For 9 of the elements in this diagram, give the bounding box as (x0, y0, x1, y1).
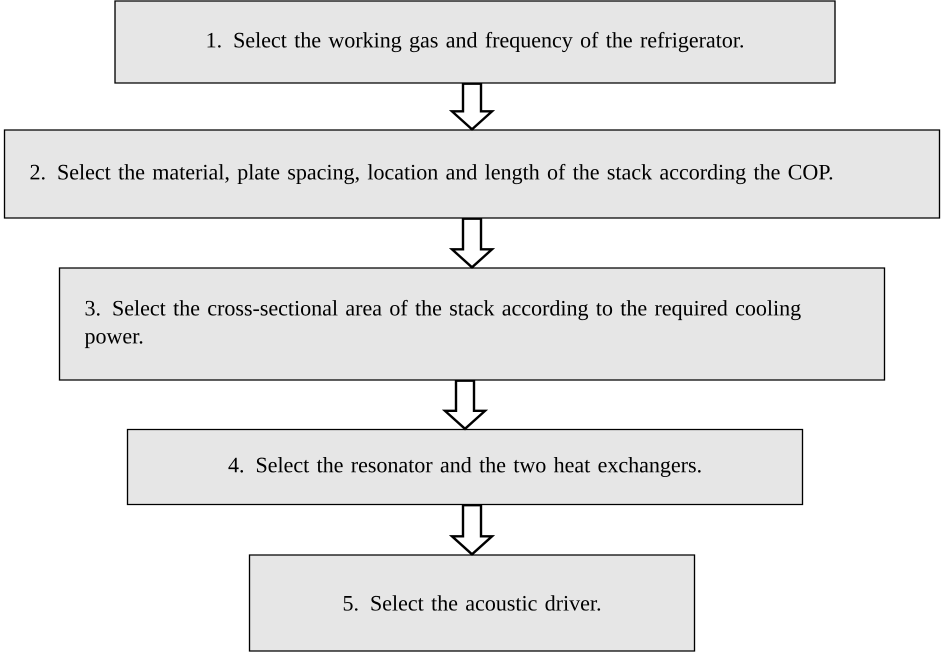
step-box: 2. Select the material, plate spacing, location and length of the stack according the COP. (4, 129, 940, 219)
step-box: 1. Select the working gas and frequency of the refrigerator. (114, 0, 836, 84)
step-box: 5. Select the acoustic driver. (248, 554, 696, 652)
block-arrow (448, 82, 496, 131)
block-arrow (448, 504, 496, 556)
step-box: 3. Select the cross-sectional area of the stack according to the required cooling power. (58, 267, 886, 381)
block-arrow (448, 217, 496, 269)
step-box: 4. Select the resonator and the two heat exchangers. (126, 428, 804, 506)
block-arrow (442, 379, 488, 430)
